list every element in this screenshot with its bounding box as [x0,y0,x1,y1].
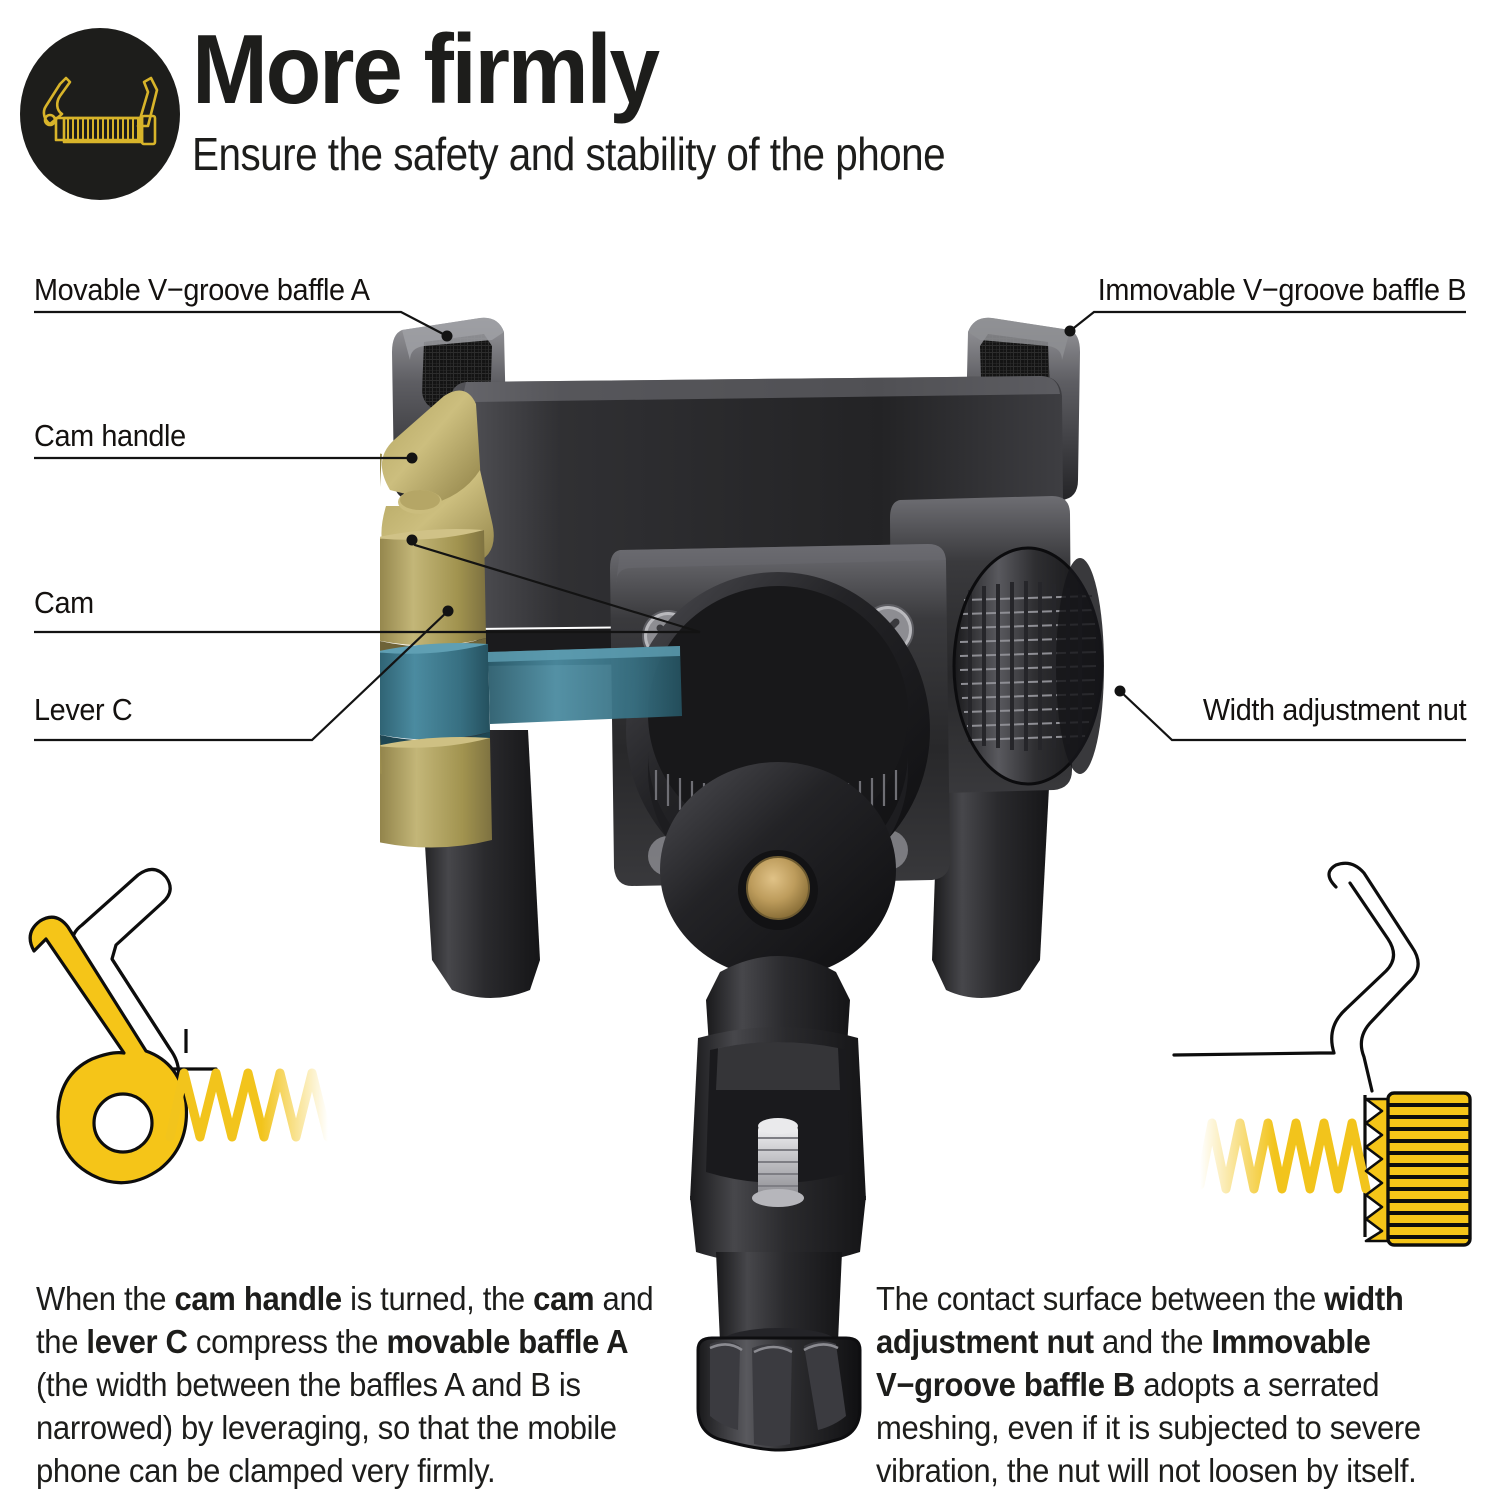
body-run: When the [36,1280,175,1317]
cam-lever-spring-schematic [20,855,440,1265]
callout-label-lever-c: Lever C [34,692,133,727]
serrated-nut-spring-schematic [1150,855,1500,1265]
explanation-text-right: The contact surface between the width ad… [876,1278,1478,1492]
body-run: compress the [187,1322,387,1360]
body-run: The contact surface between the [876,1280,1325,1317]
body-run: adopts a serrated meshing, even if it is… [876,1365,1421,1489]
clamp-spring-icon [20,28,180,200]
emphasis-term: Immovable V−groove baffle B [876,1322,1371,1403]
explanation-text-left: When the cam handle is turned, the cam a… [36,1278,656,1492]
emphasis-term: lever C [86,1322,188,1360]
page-title: More firmly [192,14,660,124]
body-run: and the [36,1280,654,1360]
emphasis-term: width adjustment nut [876,1280,1404,1360]
callout-label-movable-baffle-a: Movable V−groove baffle A [34,272,370,307]
body-run: and the [1093,1322,1212,1360]
body-run: (the width between the baffles A and B i… [36,1365,617,1489]
emphasis-term: cam handle [174,1280,342,1317]
callout-label-cam: Cam [34,585,94,620]
body-run: is turned, the [341,1280,534,1317]
emphasis-term: cam [533,1280,595,1317]
emphasis-term: movable baffle A [386,1322,629,1360]
title-block: More firmly Ensure the safety and stabil… [192,14,1482,180]
callout-label-immovable-baffle-b: Immovable V−groove baffle B [1097,272,1467,307]
page-subtitle: Ensure the safety and stability of the p… [192,127,946,180]
callout-label-cam-handle: Cam handle [34,418,186,453]
header: More firmly Ensure the safety and stabil… [0,0,1500,240]
callout-label-width-adjustment-nut: Width adjustment nut [1202,692,1467,727]
